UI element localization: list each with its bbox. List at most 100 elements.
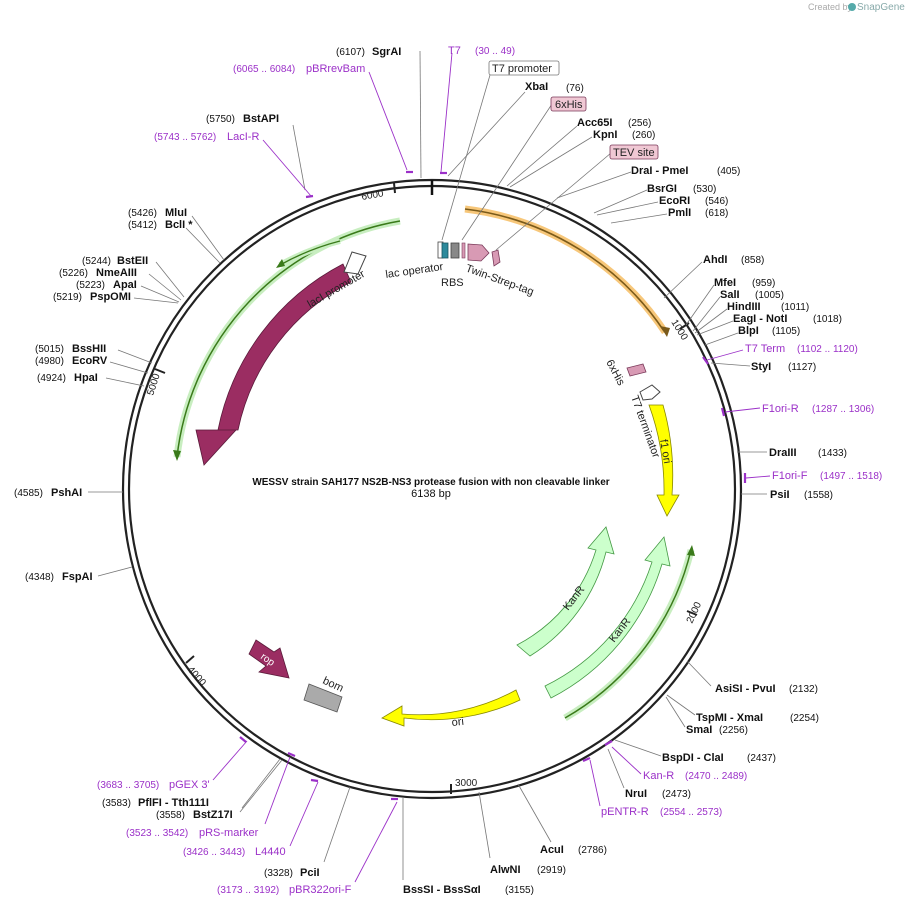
orf-arc-arrowhead [660, 326, 670, 337]
kanr-arc [564, 549, 692, 719]
pcii-pos: (3328) [264, 868, 293, 879]
ecori-label: EcoRI [659, 195, 690, 207]
bstz17i-leader [239, 759, 283, 813]
nrui-label: NruI [625, 788, 647, 800]
pbr322ori-f-pos: (3173 .. 3192) [217, 885, 279, 896]
sgrai-pos: (6107) [336, 47, 365, 58]
orf-highlight-arc [464, 205, 668, 334]
bsrgi-pos: (530) [693, 184, 716, 195]
bsrgi-leader [593, 189, 648, 214]
t7-term-leader [706, 349, 744, 361]
fspai-label: FspAI [62, 571, 93, 583]
bspdi-clai-label: BspDI - ClaI [662, 752, 724, 764]
t7-term-label: T7 Term [745, 343, 785, 355]
l4440-leader [289, 781, 319, 847]
feature-lac-operator-label: lac operator [385, 261, 445, 281]
pshai-pos: (4585) [14, 488, 43, 499]
hpai-label: HpaI [74, 372, 98, 384]
bsshii-pos: (5015) [35, 344, 64, 355]
feature-6xhis-tag [461, 242, 466, 259]
t7-promoter-label: T7 promoter [492, 63, 552, 75]
bsssi-label: BssSI - BssSαI [403, 884, 481, 896]
t7-term-mark [702, 356, 709, 365]
pentr-r-leader [589, 759, 601, 807]
pbrrevbam-label: pBRrevBam [306, 63, 365, 75]
feature-kanr-2 [544, 536, 671, 699]
credit-brand: SnapGene [857, 2, 905, 13]
feature-6xhis-label: 6xHis [603, 358, 627, 388]
smai-leader [665, 696, 686, 728]
pgex3-label: pGEX 3' [169, 779, 210, 791]
6xhis-box [550, 96, 587, 112]
bsssi-pos: (3155) [505, 885, 534, 896]
tev-site-label: TEV site [613, 147, 655, 159]
snapgene-credit: Created by SnapGene [808, 2, 905, 13]
eagi-noti-label: EagI - NotI [733, 313, 787, 325]
ruler-2000: 2000 [685, 600, 705, 625]
ecori-pos: (546) [705, 196, 728, 207]
laci-highlight-arc [173, 217, 401, 458]
bstapi-leader [292, 124, 306, 191]
mlui-label: MluI [165, 207, 187, 219]
acui-leader [517, 783, 552, 843]
credit-prefix: Created by [808, 2, 853, 12]
prs-marker-pos: (3523 .. 3542) [126, 828, 188, 839]
ruler-1000: 1000 [668, 318, 689, 343]
styi-label: StyI [751, 361, 771, 373]
acc65i-label: Acc65I [577, 117, 612, 129]
apai-label: ApaI [113, 279, 137, 291]
pentr-r-mark [582, 756, 591, 763]
ruler-label-2000: 2000 [685, 600, 705, 625]
feature-ori-label: ori [451, 716, 464, 729]
hpai-pos: (4924) [37, 373, 66, 384]
xbai-leader [447, 91, 526, 177]
pmli-pos: (618) [705, 208, 728, 219]
pgex3-leader [212, 740, 248, 781]
kanr-highlight-arc [563, 549, 695, 722]
kan-r-pos: (2470 .. 2489) [685, 771, 747, 782]
pgex3-mark [239, 736, 247, 743]
sgrai-leader [419, 50, 422, 179]
drai-pmei-pos: (405) [717, 166, 740, 177]
bspdi-clai-pos: (2437) [747, 753, 776, 764]
bsteii-leader [155, 261, 185, 298]
mfei-pos: (959) [752, 278, 775, 289]
drai-pmei-leader [556, 171, 632, 199]
pentr-r-label: pENTR-R [601, 806, 649, 818]
plasmid-size: 6138 bp [411, 488, 451, 500]
bstz17i-label: BstZ17I [193, 809, 233, 821]
pcii-leader [323, 786, 351, 863]
alwni-label: AlwNI [490, 864, 521, 876]
pbr322ori-f-leader [354, 801, 398, 883]
t7-primer-pos: (30 .. 49) [475, 46, 515, 57]
styi-leader [710, 362, 751, 367]
psii-label: PsiI [770, 489, 790, 501]
laci-r-leader [262, 139, 312, 197]
nmeaiii-leader [148, 273, 182, 301]
feature-twin-strep-label: Twin-Strep-tag [464, 263, 535, 299]
ecorv-label: EcoRV [72, 355, 108, 367]
smai-label: SmaI [686, 724, 712, 736]
kpni-leader [509, 136, 593, 188]
blpi-leader [704, 332, 739, 346]
snapgene-logo-icon [848, 3, 856, 11]
feature-rop [248, 639, 290, 679]
ahdi-leader [663, 261, 703, 299]
feature-lac-operator [441, 242, 449, 259]
bcli-pos: (5412) [128, 220, 157, 231]
feature-f1-ori [648, 404, 680, 517]
ecorv-pos: (4980) [35, 356, 64, 367]
pspomi-label: PspOMI [90, 291, 131, 303]
ruler-label-6000: 6000 [361, 188, 385, 203]
bstz17i-pos: (3558) [156, 810, 185, 821]
pcii-label: PciI [300, 867, 320, 879]
mfei-label: MfeI [714, 277, 736, 289]
bcli-leader [185, 227, 221, 264]
drai-pmei-label: DraI - PmeI [631, 165, 688, 177]
ruler-4000: 4000 [185, 655, 208, 689]
tev-site-leader [495, 152, 612, 251]
nmeaiii-pos: (5226) [59, 268, 88, 279]
laci-promoter-highlight [278, 238, 341, 268]
feature-bom [303, 683, 343, 713]
